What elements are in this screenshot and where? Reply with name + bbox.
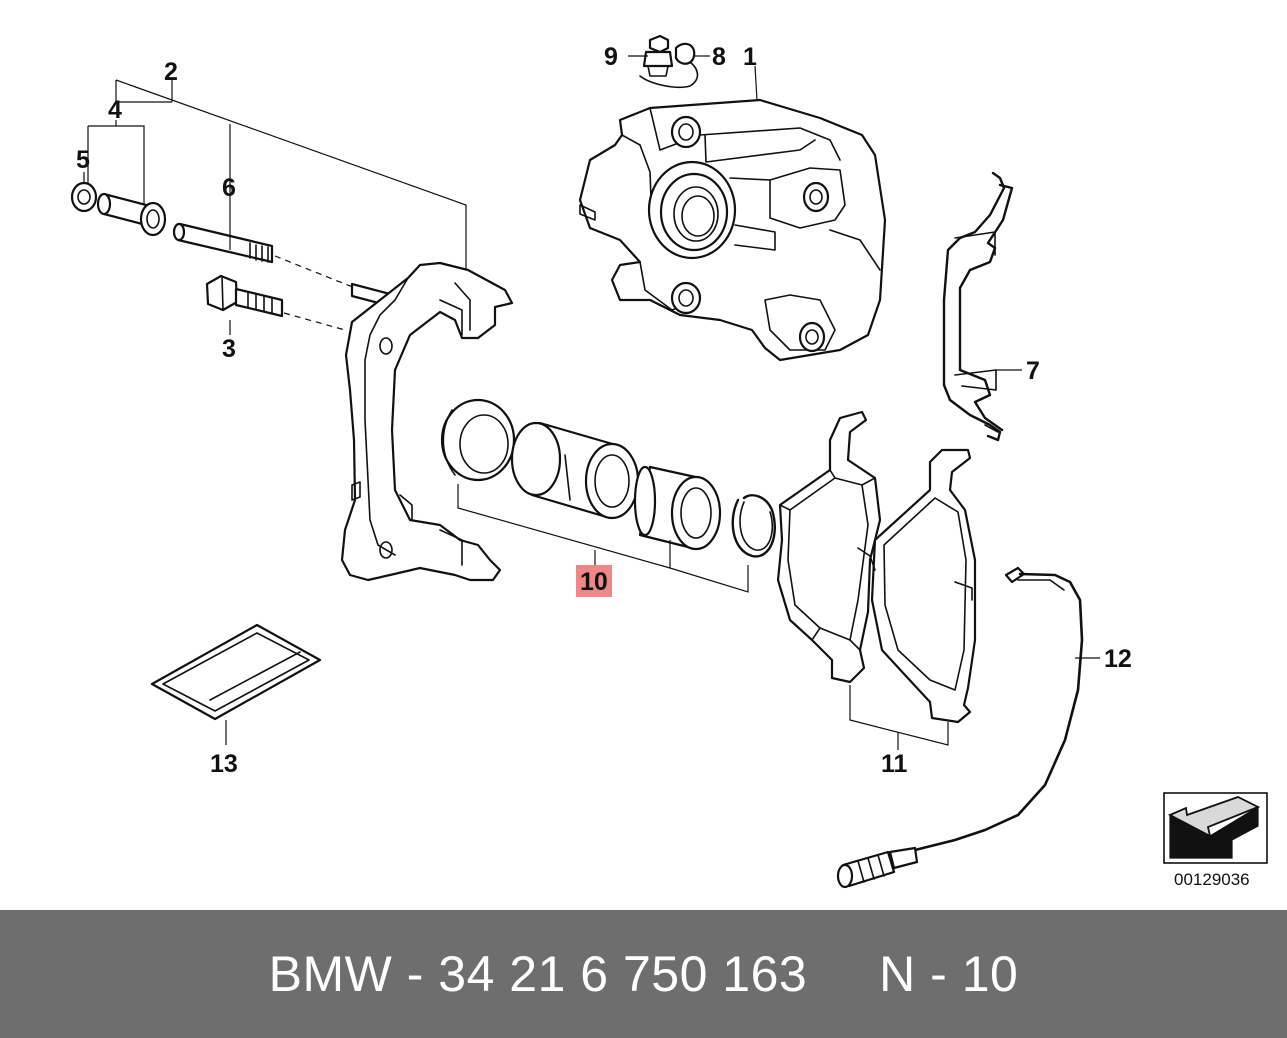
callout-8[interactable]: 8 bbox=[712, 43, 726, 71]
bleeder-screw-part[interactable] bbox=[642, 34, 674, 77]
reference-code: 00129036 bbox=[1174, 870, 1250, 889]
callout-13[interactable]: 13 bbox=[210, 750, 238, 778]
callout-1[interactable]: 1 bbox=[743, 43, 757, 71]
callout-2[interactable]: 2 bbox=[164, 58, 178, 86]
callout-6[interactable]: 6 bbox=[222, 174, 236, 202]
callout-5[interactable]: 5 bbox=[76, 146, 90, 174]
callout-3[interactable]: 3 bbox=[222, 335, 236, 363]
anti-rattle-spring-part[interactable] bbox=[942, 171, 1014, 442]
grease-packet-part[interactable] bbox=[150, 623, 322, 721]
brake-pad-set-part[interactable] bbox=[776, 410, 977, 724]
callout-12[interactable]: 12 bbox=[1104, 645, 1132, 673]
direction-symbol bbox=[1163, 792, 1268, 864]
callout-9[interactable]: 9 bbox=[604, 43, 618, 71]
brake-caliper-part[interactable] bbox=[578, 98, 887, 362]
sleeve-cap-part[interactable] bbox=[70, 181, 98, 213]
callout-7[interactable]: 7 bbox=[1026, 357, 1040, 385]
callout-10[interactable]: 10 bbox=[580, 568, 608, 596]
part-number-text: BMW - 34 21 6 750 163 N - 10 bbox=[268, 946, 1019, 1002]
guide-sleeve-part[interactable] bbox=[96, 192, 167, 237]
wear-sensor-part[interactable] bbox=[836, 566, 1084, 889]
callout-11[interactable]: 11 bbox=[881, 750, 908, 778]
leader-lines bbox=[83, 55, 1100, 750]
carrier-bolt-part[interactable] bbox=[205, 274, 346, 331]
piston-repair-kit-part[interactable] bbox=[440, 398, 776, 558]
part-number-footer: BMW - 34 21 6 750 163 N - 10 bbox=[0, 910, 1287, 1038]
bleeder-cap-part[interactable] bbox=[639, 42, 699, 89]
callout-4[interactable]: 4 bbox=[108, 96, 122, 124]
callout-10-highlight bbox=[576, 565, 612, 597]
parts-diagram: 1 2 3 4 5 6 7 8 9 10 11 12 13 00129036 bbox=[70, 34, 1268, 889]
caliper-carrier-part[interactable] bbox=[340, 261, 514, 582]
